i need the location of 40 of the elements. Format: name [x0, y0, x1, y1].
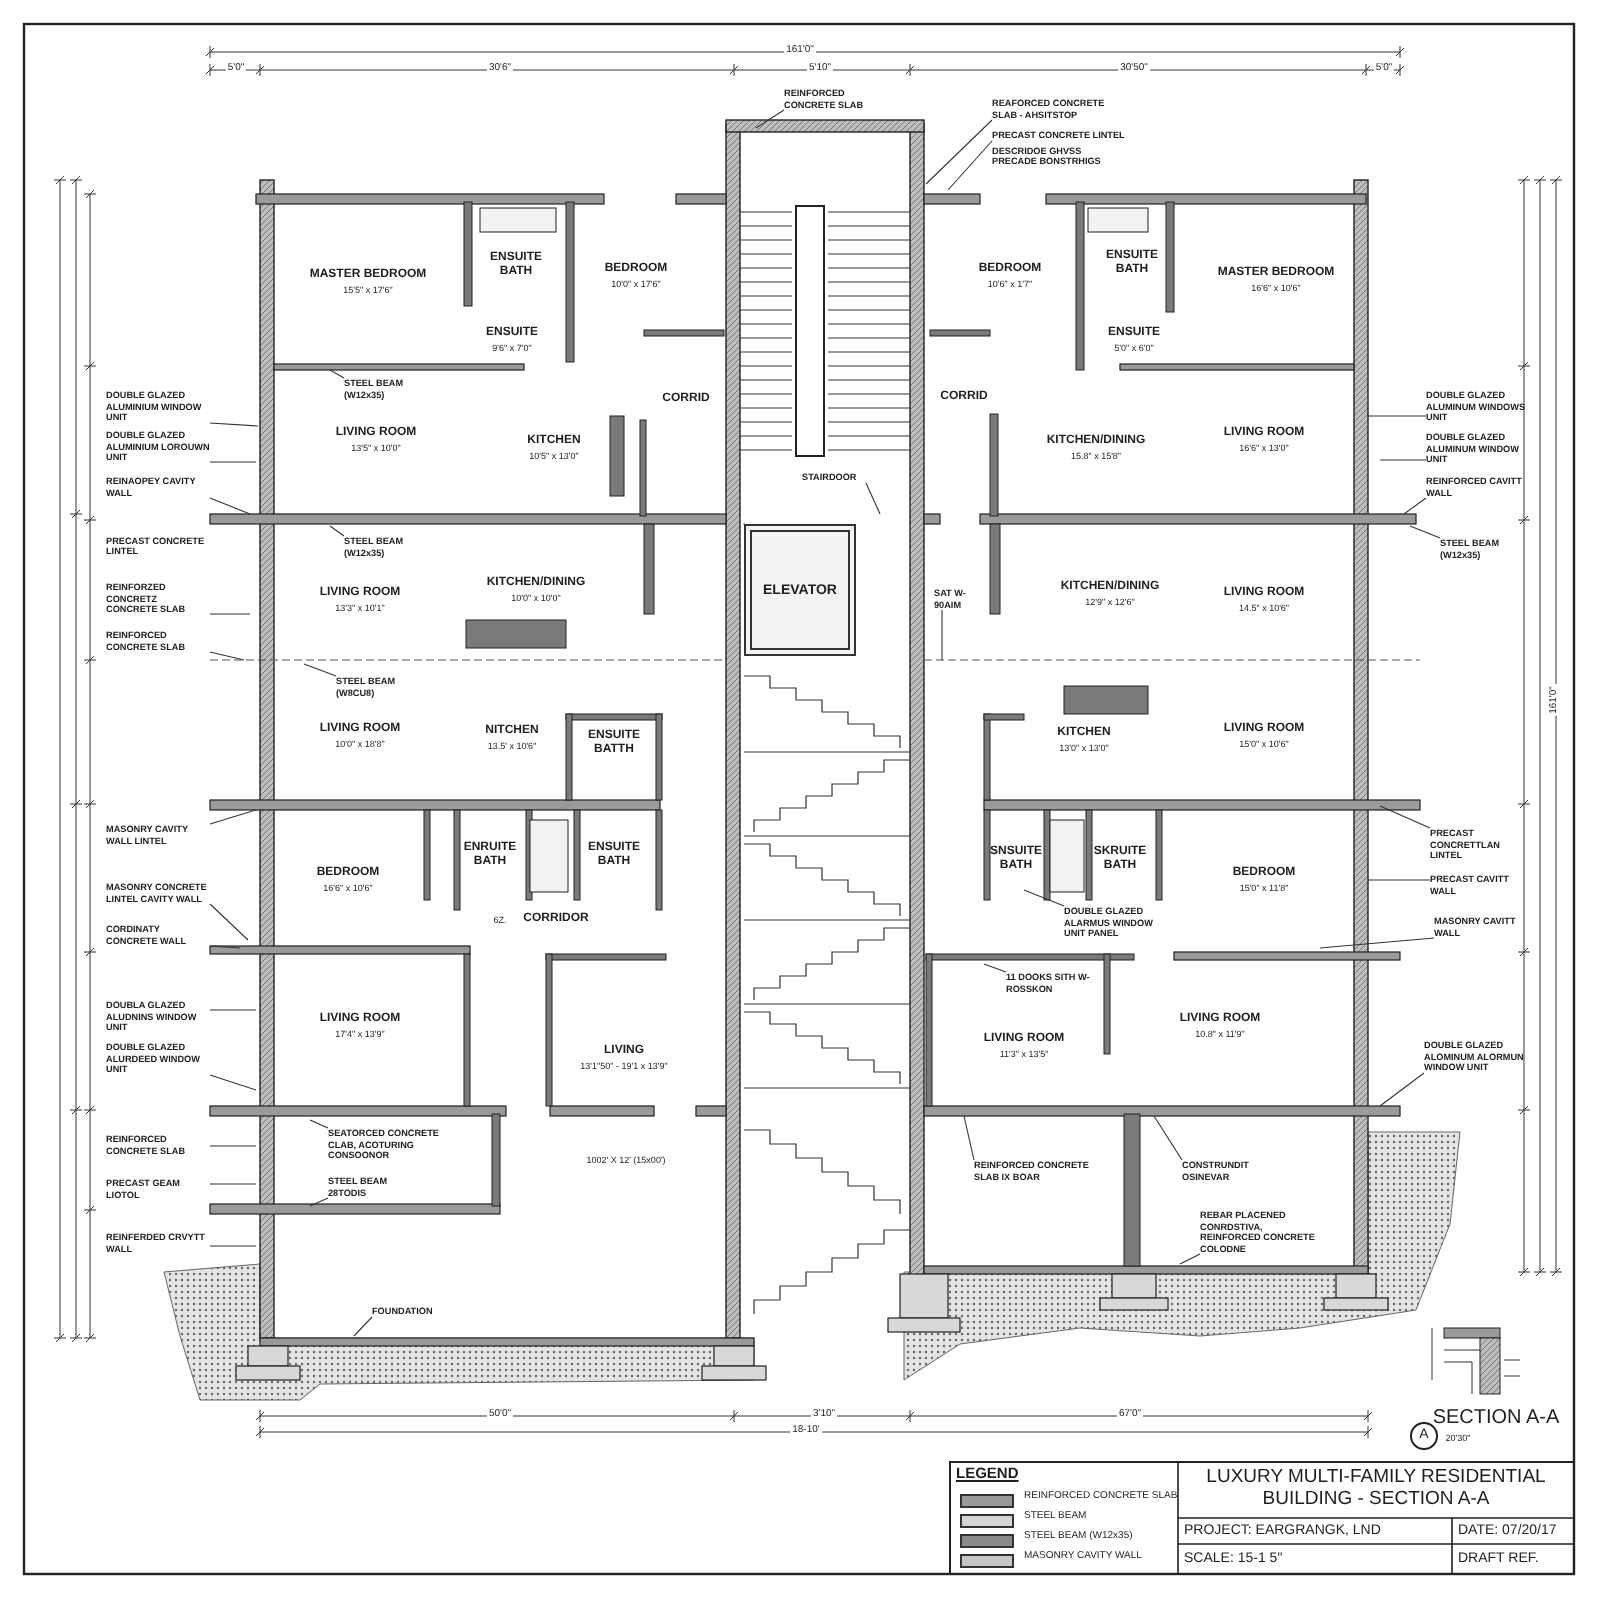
leader-line [329, 369, 345, 379]
leader-line [309, 1119, 329, 1129]
leader-line [1179, 1253, 1201, 1265]
leader-line [1153, 1115, 1183, 1161]
leader-line [303, 663, 337, 677]
elevator-box [744, 524, 856, 656]
leader-line [1379, 459, 1427, 461]
drawing-title: LUXURY MULTI-FAMILY RESIDENTIAL BUILDING - SECTION A-A [1204, 1468, 1548, 1512]
leader-line [353, 1316, 373, 1337]
leader-line [209, 497, 251, 515]
leader-line [983, 963, 1007, 973]
leader-line [209, 945, 241, 949]
leader-line [209, 613, 251, 615]
leader-line [309, 1197, 329, 1207]
leader-line [209, 1009, 257, 1011]
leader-line [1023, 889, 1065, 907]
leader-line [209, 651, 245, 661]
leader-line [865, 482, 881, 515]
leader-line [209, 903, 249, 941]
leader-line [947, 140, 993, 191]
leader-line [1409, 525, 1441, 539]
leader-line [209, 1183, 257, 1185]
leader-line [209, 461, 257, 463]
leader-line [1403, 497, 1427, 515]
leader-line [925, 119, 993, 185]
leader-line [1367, 415, 1427, 417]
leader-line [1319, 937, 1435, 949]
leader-line [755, 109, 785, 129]
leader-line [963, 1115, 975, 1161]
leader-line [1367, 879, 1431, 881]
leader-line [209, 809, 257, 825]
leader-line [209, 422, 259, 427]
leader-line [1379, 805, 1431, 829]
section-title: SECTION A-A [1432, 1406, 1560, 1430]
leader-line [209, 1074, 257, 1091]
leader-line [329, 525, 345, 537]
leader-line [209, 1245, 257, 1247]
leader-line [209, 1145, 257, 1147]
leader-line [1379, 1072, 1425, 1107]
leader-line [941, 609, 943, 661]
